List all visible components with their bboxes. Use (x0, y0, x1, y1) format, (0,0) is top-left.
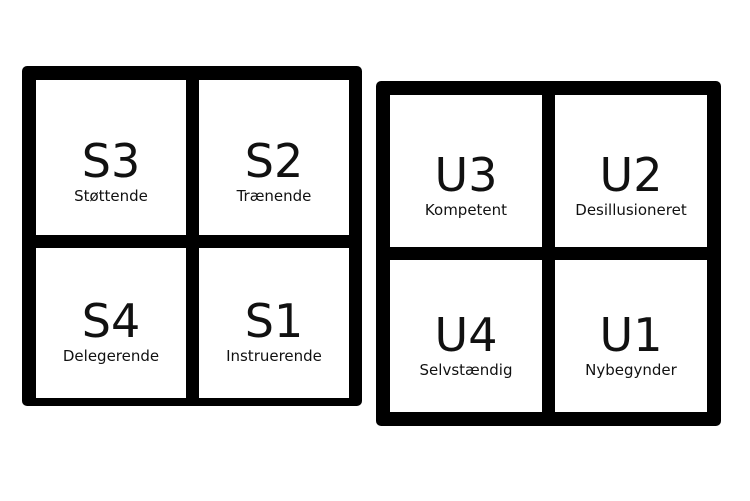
cell-code: U3 (434, 148, 498, 202)
cell-s1: S1 Instruerende (199, 248, 349, 398)
cell-s2: S2 Trænende (199, 80, 349, 235)
cell-s4: S4 Delegerende (36, 248, 186, 398)
development-level-grid: U3 Kompetent U2 Desillusioneret U4 Selvs… (376, 81, 721, 426)
cell-label: Desillusioneret (575, 201, 687, 219)
cell-u4: U4 Selvstændig (390, 260, 542, 412)
cell-label: Selvstændig (419, 361, 513, 379)
cell-label: Nybegynder (585, 361, 677, 379)
cell-label: Trænende (236, 187, 312, 205)
leadership-style-grid: S3 Støttende S2 Trænende S4 Delegerende … (22, 66, 362, 406)
cell-code: U4 (434, 308, 498, 362)
cell-code: U1 (599, 308, 663, 362)
cell-label: Delegerende (62, 347, 160, 365)
cell-code: S2 (244, 134, 304, 188)
cell-u2: U2 Desillusioneret (555, 95, 707, 247)
cell-label: Støttende (74, 187, 148, 205)
cell-u1: U1 Nybegynder (555, 260, 707, 412)
cell-code: S1 (244, 294, 304, 348)
cell-u3: U3 Kompetent (390, 95, 542, 247)
cell-code: S4 (81, 294, 141, 348)
cell-s3: S3 Støttende (36, 80, 186, 235)
cell-label: Instruerende (226, 347, 322, 365)
cell-code: U2 (599, 148, 663, 202)
cell-label: Kompetent (424, 201, 508, 219)
cell-code: S3 (81, 134, 141, 188)
